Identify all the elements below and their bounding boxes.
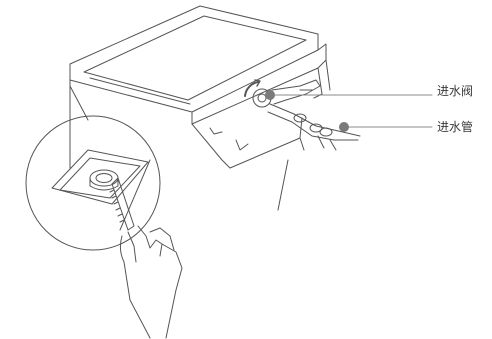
hand-with-brush xyxy=(120,226,182,338)
hand-on-valve xyxy=(272,80,320,104)
machine-lid-inner xyxy=(84,16,306,100)
inlet-port xyxy=(90,170,118,186)
leader-hose xyxy=(339,122,432,132)
marker-valve xyxy=(265,90,275,100)
label-inlet-valve: 进水阀 xyxy=(437,84,473,98)
magnified-detail xyxy=(26,86,160,250)
washing-machine xyxy=(70,6,330,210)
label-inlet-hose: 进水管 xyxy=(437,120,473,134)
marker-hose xyxy=(339,122,349,132)
machine-control-panel xyxy=(192,68,322,124)
machine-lid xyxy=(70,6,318,112)
